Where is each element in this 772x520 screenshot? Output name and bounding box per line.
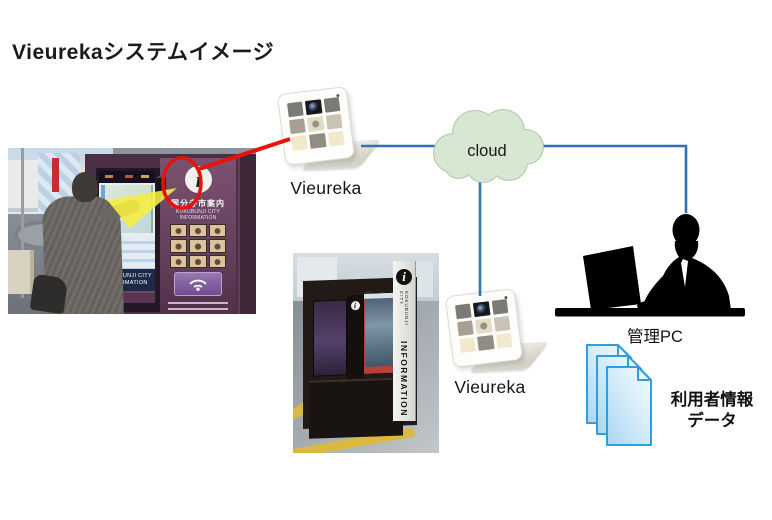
- wifi-icon: [189, 279, 207, 291]
- side-panel-vertical-text: KOKUBUNJI CITY INFORMATION: [393, 291, 415, 417]
- tile: [477, 335, 495, 351]
- pictogram-icon: [170, 224, 188, 238]
- camera-front-face: [444, 288, 524, 368]
- sign-sub-line1: KOKUBUNJI CITY: [175, 209, 221, 215]
- tile: [287, 101, 304, 118]
- pictogram-grid: [170, 224, 226, 268]
- person-bag: [29, 273, 69, 314]
- person-arm: [641, 266, 677, 310]
- side-text-large: INFORMATION: [399, 341, 409, 417]
- tile: [323, 97, 341, 113]
- info-icon: i: [185, 166, 212, 193]
- camera-lens-icon: [305, 99, 323, 116]
- red-banner: [52, 158, 59, 192]
- camera-lens-icon: [473, 301, 491, 318]
- tile: [325, 113, 343, 130]
- vieureka-camera-2: [444, 288, 550, 382]
- tile: [455, 303, 472, 320]
- pictogram-icon: [208, 254, 226, 268]
- pictogram-icon: [170, 254, 188, 268]
- cloud-shape: [433, 109, 544, 183]
- utility-box: [8, 250, 34, 294]
- kiosk-side-door: [238, 154, 256, 314]
- pictogram-icon: [189, 224, 207, 238]
- user-data-label: 利用者情報 データ: [656, 390, 768, 432]
- tie: [681, 259, 688, 287]
- photo-kiosk-touch: KOKUBUNJI CITY INFORMATION i 国分寺市案内 KOKU…: [8, 148, 256, 314]
- status-mark: [125, 175, 133, 178]
- tile: [289, 118, 307, 135]
- screen-caption-line1: KOKUBUNJI CITY: [102, 273, 152, 279]
- kiosk-center-column: i: [347, 294, 363, 380]
- kiosk-side-panel: i KOKUBUNJI CITY INFORMATION: [393, 261, 415, 421]
- camera-front-face: [276, 86, 356, 166]
- person-body: [656, 241, 731, 310]
- street-pole: [21, 148, 24, 298]
- tile: [291, 135, 309, 152]
- tile: [459, 337, 477, 354]
- kiosk-sign-subtitle: KOKUBUNJI CITY INFORMATION: [160, 209, 236, 221]
- camera-tile-grid: [287, 97, 345, 152]
- kiosk-info-panel: i 国分寺市案内 KOKUBUNJI CITY INFORMATION: [160, 158, 236, 314]
- person-head: [72, 172, 98, 202]
- admin-pc-silhouette: [555, 214, 745, 317]
- cloud-label: cloud: [467, 142, 506, 160]
- kiosk-sign-title: 国分寺市案内: [171, 199, 225, 208]
- pictogram-icon: [189, 239, 207, 253]
- sensor-tile: [475, 318, 493, 334]
- tile: [327, 130, 345, 147]
- camera-tile-grid: [455, 299, 513, 354]
- sign-sub-line2: INFORMATION: [179, 215, 217, 221]
- vieureka-camera-1: [276, 86, 382, 180]
- camera2-label: Vieureka: [454, 377, 526, 397]
- cloud-node: cloud: [433, 109, 544, 183]
- side-text-small: KOKUBUNJI CITY: [399, 291, 409, 326]
- page-title: Vieurekaシステムイメージ: [12, 41, 275, 64]
- desk: [555, 308, 745, 317]
- tile: [309, 133, 327, 149]
- screen-header: [99, 171, 155, 183]
- sensor-tile: [307, 116, 325, 132]
- kiosk-left-screen: [313, 299, 347, 377]
- admin-pc-label: 管理PC: [627, 328, 683, 346]
- clock-digits: [105, 175, 113, 178]
- user-data-label-line1: 利用者情報: [670, 391, 754, 409]
- info-icon: i: [396, 269, 412, 285]
- wifi-badge: [174, 272, 222, 296]
- kiosk-base: [309, 377, 403, 439]
- document-icon: [606, 366, 652, 446]
- person-head: [672, 214, 700, 246]
- camera1-label: Vieureka: [290, 178, 362, 198]
- pictogram-icon: [208, 239, 226, 253]
- pictogram-icon: [170, 239, 188, 253]
- screen-caption-line2: INFORMATION: [106, 280, 148, 286]
- monitor-icon: [583, 246, 641, 310]
- tile: [495, 332, 513, 349]
- tile: [491, 299, 509, 315]
- tile: [493, 315, 511, 332]
- user-data-label-line2: データ: [687, 412, 737, 430]
- pictogram-icon: [189, 254, 207, 268]
- info-icon: i: [350, 301, 360, 311]
- connector-cloud-to-adminpc: [542, 144, 688, 213]
- status-mark: [141, 175, 149, 178]
- tile: [457, 320, 475, 337]
- fine-print-text: [168, 300, 228, 310]
- pictogram-icon: [208, 224, 226, 238]
- photo-kiosk-outdoor: i i KOKUBUNJI CITY INFORMATION: [293, 253, 439, 453]
- user-data-documents: [586, 344, 652, 446]
